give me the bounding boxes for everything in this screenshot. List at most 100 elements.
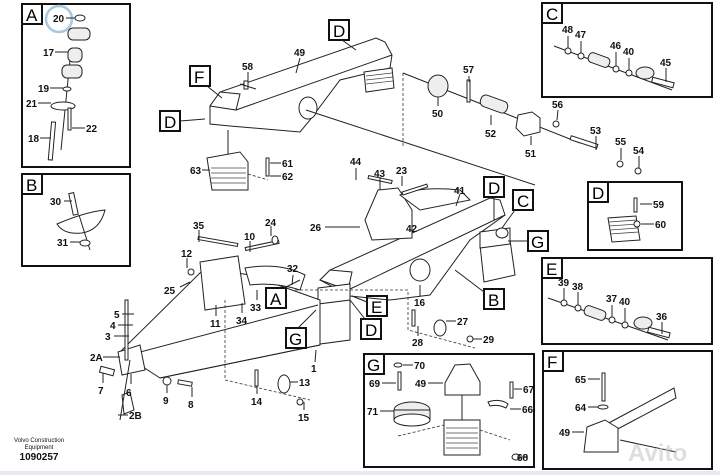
label-44: 44	[350, 157, 362, 168]
label-71: 71	[367, 407, 379, 418]
detail-box-e: E 39 38 37 40 36	[541, 257, 713, 345]
box-f-letter: F	[547, 353, 557, 372]
label-19: 19	[38, 84, 50, 95]
callout-d-low: D	[365, 321, 377, 340]
pivot-parts	[402, 72, 642, 175]
callout-b: B	[488, 291, 499, 310]
label-62: 62	[282, 172, 294, 183]
label-54: 54	[633, 146, 645, 157]
label-55: 55	[615, 137, 627, 148]
box-d-letter: D	[592, 184, 604, 203]
label-5: 5	[114, 310, 120, 321]
label-16: 16	[414, 298, 426, 309]
label-22: 22	[86, 124, 98, 135]
label-24: 24	[265, 218, 277, 229]
box-a-letter-frame	[21, 3, 43, 25]
detail-box-g: G 70 69 49 67 66 71 68	[363, 353, 535, 468]
label-7: 7	[98, 386, 104, 397]
publisher-line-1: Volvo Construction	[14, 438, 65, 444]
label-8: 8	[188, 400, 194, 411]
callout-d-top: D	[333, 22, 345, 41]
label-30: 30	[50, 197, 62, 208]
label-31: 31	[57, 238, 69, 249]
label-35: 35	[193, 221, 205, 232]
bushing-17	[67, 47, 83, 63]
label-65: 65	[575, 375, 587, 386]
detail-box-a: A 20 17 19 21 22 18	[21, 3, 131, 168]
box-b-frame	[21, 173, 131, 267]
label-70: 70	[414, 361, 426, 372]
detail-box-b: B 30 31	[21, 173, 131, 267]
box-c-letter: C	[546, 5, 558, 24]
label-21: 21	[26, 99, 38, 110]
label-51: 51	[525, 149, 537, 160]
bushing-upper	[67, 27, 91, 41]
box-e-letter: E	[546, 260, 557, 279]
label-2b: 2B	[129, 411, 142, 422]
label-42: 42	[406, 224, 418, 235]
box-c-frame	[541, 2, 713, 98]
upper-beam-49	[209, 37, 395, 133]
bottom-strip	[0, 471, 720, 475]
label-33: 33	[250, 303, 262, 314]
label-32: 32	[287, 264, 299, 275]
diagram-code: 1090257	[19, 452, 59, 463]
detail-box-d: D 59 60	[587, 181, 683, 251]
label-67: 67	[523, 385, 535, 396]
label-28: 28	[412, 338, 424, 349]
label-61: 61	[282, 159, 294, 170]
label-20: 20	[53, 14, 65, 25]
box-d-frame	[587, 181, 683, 251]
box-f-frame	[542, 350, 713, 470]
label-48: 48	[562, 25, 574, 36]
label-38: 38	[572, 282, 584, 293]
label-59: 59	[653, 200, 665, 211]
label-47: 47	[575, 30, 587, 41]
label-53: 53	[590, 126, 602, 137]
detail-box-c: C 48 47 46 40 45	[541, 2, 713, 98]
label-3: 3	[105, 332, 111, 343]
label-69: 69	[369, 379, 381, 390]
label-15: 15	[298, 413, 310, 424]
label-29: 29	[483, 335, 495, 346]
label-49: 49	[294, 48, 306, 59]
washer-19	[62, 86, 72, 92]
label-58: 58	[242, 62, 254, 73]
label-45: 45	[660, 58, 672, 69]
label-2a: 2A	[90, 353, 103, 364]
label-52: 52	[485, 129, 497, 140]
label-56: 56	[552, 100, 564, 111]
label-34: 34	[236, 316, 248, 327]
highlight-circle	[44, 4, 74, 34]
label-40: 40	[623, 47, 635, 58]
label-64: 64	[575, 403, 587, 414]
label-40-e: 40	[619, 297, 631, 308]
box-g-letter: G	[367, 356, 380, 375]
label-14: 14	[251, 397, 263, 408]
front-frame-1	[98, 235, 476, 421]
callout-d-right: D	[488, 179, 500, 198]
callout-c-right: C	[517, 192, 529, 211]
label-49-g: 49	[415, 379, 427, 390]
callout-boxes: D F D D C G A E D G B	[159, 19, 549, 349]
callout-f: F	[194, 68, 204, 87]
detail-box-f: F 65 64 49	[542, 350, 713, 470]
rear-frame-41	[317, 174, 516, 345]
callout-a: A	[270, 290, 282, 309]
label-57: 57	[463, 65, 475, 76]
label-11: 11	[210, 319, 221, 330]
label-37: 37	[606, 294, 618, 305]
callout-e: E	[371, 298, 382, 317]
nut-20	[74, 14, 86, 22]
nut-31	[79, 239, 91, 247]
label-10: 10	[244, 232, 256, 243]
label-17: 17	[43, 48, 55, 59]
label-41: 41	[454, 186, 466, 197]
box-g-frame	[363, 353, 535, 468]
box-e-frame	[541, 257, 713, 345]
bolt-22	[67, 107, 72, 131]
label-23: 23	[396, 166, 408, 177]
label-6: 6	[126, 388, 132, 399]
